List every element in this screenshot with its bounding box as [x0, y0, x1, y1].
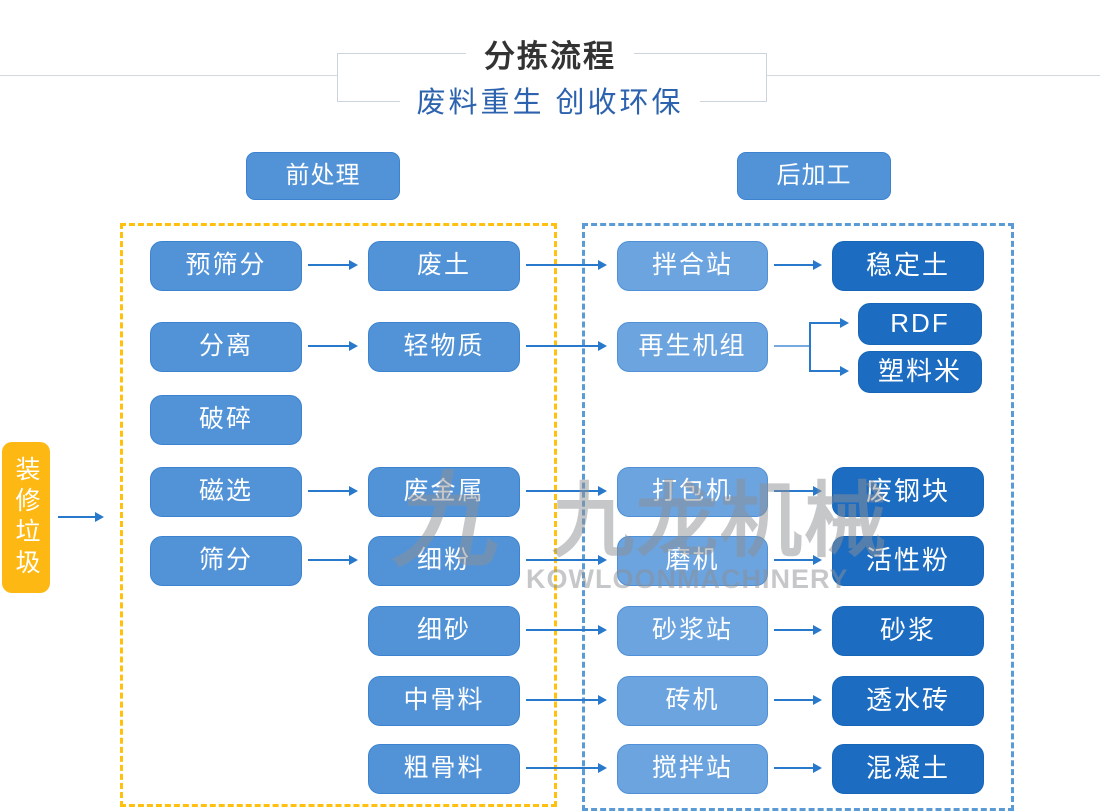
- arrow-feijinshu-to-dabaoji-head: [598, 486, 607, 496]
- arrow-fenli-to-qingwuzhi-line: [308, 345, 351, 347]
- arrow-jiaobanzhan-to-hunningtu-head: [813, 763, 822, 773]
- arrow-cugualiao-to-jiaobanzhan-head: [598, 763, 607, 773]
- node-zaishengjizu: 再生机组: [617, 322, 768, 372]
- arrow-fork-to-suliaomi-line: [811, 370, 842, 372]
- node-zhonggualiao: 中骨料: [368, 676, 520, 726]
- node-suliaomi: 塑料米: [858, 351, 982, 393]
- fork-vertical-line: [809, 322, 811, 372]
- node-qingwuzhi: 轻物质: [368, 322, 520, 372]
- node-shajiangzhan: 砂浆站: [617, 606, 768, 656]
- source-node-decoration-waste: 装修垃圾: [2, 442, 50, 593]
- section-label-post-processing: 后加工: [737, 152, 891, 200]
- node-feijinshu: 废金属: [368, 467, 520, 517]
- node-jiaobanzhan: 搅拌站: [617, 744, 768, 794]
- node-feigangkuai: 废钢块: [832, 467, 984, 517]
- node-xisha: 细砂: [368, 606, 520, 656]
- page-subtitle: 废料重生 创收环保: [400, 87, 700, 119]
- arrow-dabaoji-to-feigangkuai-head: [813, 486, 822, 496]
- node-xifen: 细粉: [368, 536, 520, 586]
- node-cixuan: 磁选: [150, 467, 302, 517]
- arrow-shajiangzhan-to-shajiang-head: [813, 625, 822, 635]
- arrow-shaifen-to-xifen-head: [349, 555, 358, 565]
- arrow-fork-to-rdf-line: [811, 322, 842, 324]
- arrow-banhezhan-to-wendingtu-head: [813, 260, 822, 270]
- node-feitu: 废土: [368, 241, 520, 291]
- node-shaifen: 筛分: [150, 536, 302, 586]
- arrow-yushaifen-to-feitu-line: [308, 264, 351, 266]
- arrow-shaifen-to-xifen-line: [308, 559, 351, 561]
- arrow-xisha-to-shajiangzhan-head: [598, 625, 607, 635]
- node-zhuanji: 砖机: [617, 676, 768, 726]
- node-fenli: 分离: [150, 322, 302, 372]
- arrow-feitu-to-banhezhan-head: [598, 260, 607, 270]
- page-subtitle-row: 废料重生 创收环保: [0, 87, 1100, 119]
- arrow-moji-to-huoxingfen-head: [813, 555, 822, 565]
- arrow-zhuanji-to-toushuizhuan-line: [774, 699, 815, 701]
- node-posui: 破碎: [150, 395, 302, 445]
- page-title: 分拣流程: [466, 40, 634, 74]
- arrow-dabaoji-to-feigangkuai-line: [774, 490, 815, 492]
- arrow-zhonggualiao-to-zhuanji-line: [526, 699, 600, 701]
- post-processing-group-border: [582, 223, 1014, 811]
- arrow-feitu-to-banhezhan-line: [526, 264, 600, 266]
- arrow-jiaobanzhan-to-hunningtu-line: [774, 767, 815, 769]
- arrow-xifen-to-moji-line: [526, 559, 600, 561]
- arrow-fenli-to-qingwuzhi-head: [349, 341, 358, 351]
- fork-stem-line: [774, 345, 810, 347]
- arrow-xifen-to-moji-head: [598, 555, 607, 565]
- arrow-banhezhan-to-wendingtu-line: [774, 264, 815, 266]
- arrow-zhuanji-to-toushuizhuan-head: [813, 695, 822, 705]
- node-toushuizhuan: 透水砖: [832, 676, 984, 726]
- arrow-qingwuzhi-to-zaishengjizu-line: [526, 345, 600, 347]
- node-cugualiao: 粗骨料: [368, 744, 520, 794]
- node-rdf: RDF: [858, 303, 982, 345]
- arrow-cixuan-to-feijinshu-line: [308, 490, 351, 492]
- arrow-shajiangzhan-to-shajiang-line: [774, 629, 815, 631]
- arrow-fork-to-rdf-head: [840, 318, 849, 328]
- node-wendingtu: 稳定土: [832, 241, 984, 291]
- arrow-feijinshu-to-dabaoji-line: [526, 490, 600, 492]
- node-shajiang: 砂浆: [832, 606, 984, 656]
- arrow-source-to-pre-group-head: [95, 512, 104, 522]
- arrow-moji-to-huoxingfen-line: [774, 559, 815, 561]
- node-banhezhan: 拌合站: [617, 241, 768, 291]
- pre-processing-group-border: [120, 223, 557, 807]
- arrow-fork-to-suliaomi-head: [840, 366, 849, 376]
- arrow-xisha-to-shajiangzhan-line: [526, 629, 600, 631]
- arrow-yushaifen-to-feitu-head: [349, 260, 358, 270]
- arrow-qingwuzhi-to-zaishengjizu-head: [598, 341, 607, 351]
- node-yushaifen: 预筛分: [150, 241, 302, 291]
- arrow-cixuan-to-feijinshu-head: [349, 486, 358, 496]
- arrow-zhonggualiao-to-zhuanji-head: [598, 695, 607, 705]
- arrow-cugualiao-to-jiaobanzhan-line: [526, 767, 600, 769]
- section-label-pre-processing: 前处理: [246, 152, 400, 200]
- node-huoxingfen: 活性粉: [832, 536, 984, 586]
- page-title-row: 分拣流程: [0, 40, 1100, 74]
- arrow-source-to-pre-group-line: [58, 516, 97, 518]
- node-hunningtu: 混凝土: [832, 744, 984, 794]
- node-moji: 磨机: [617, 536, 768, 586]
- node-dabaoji: 打包机: [617, 467, 768, 517]
